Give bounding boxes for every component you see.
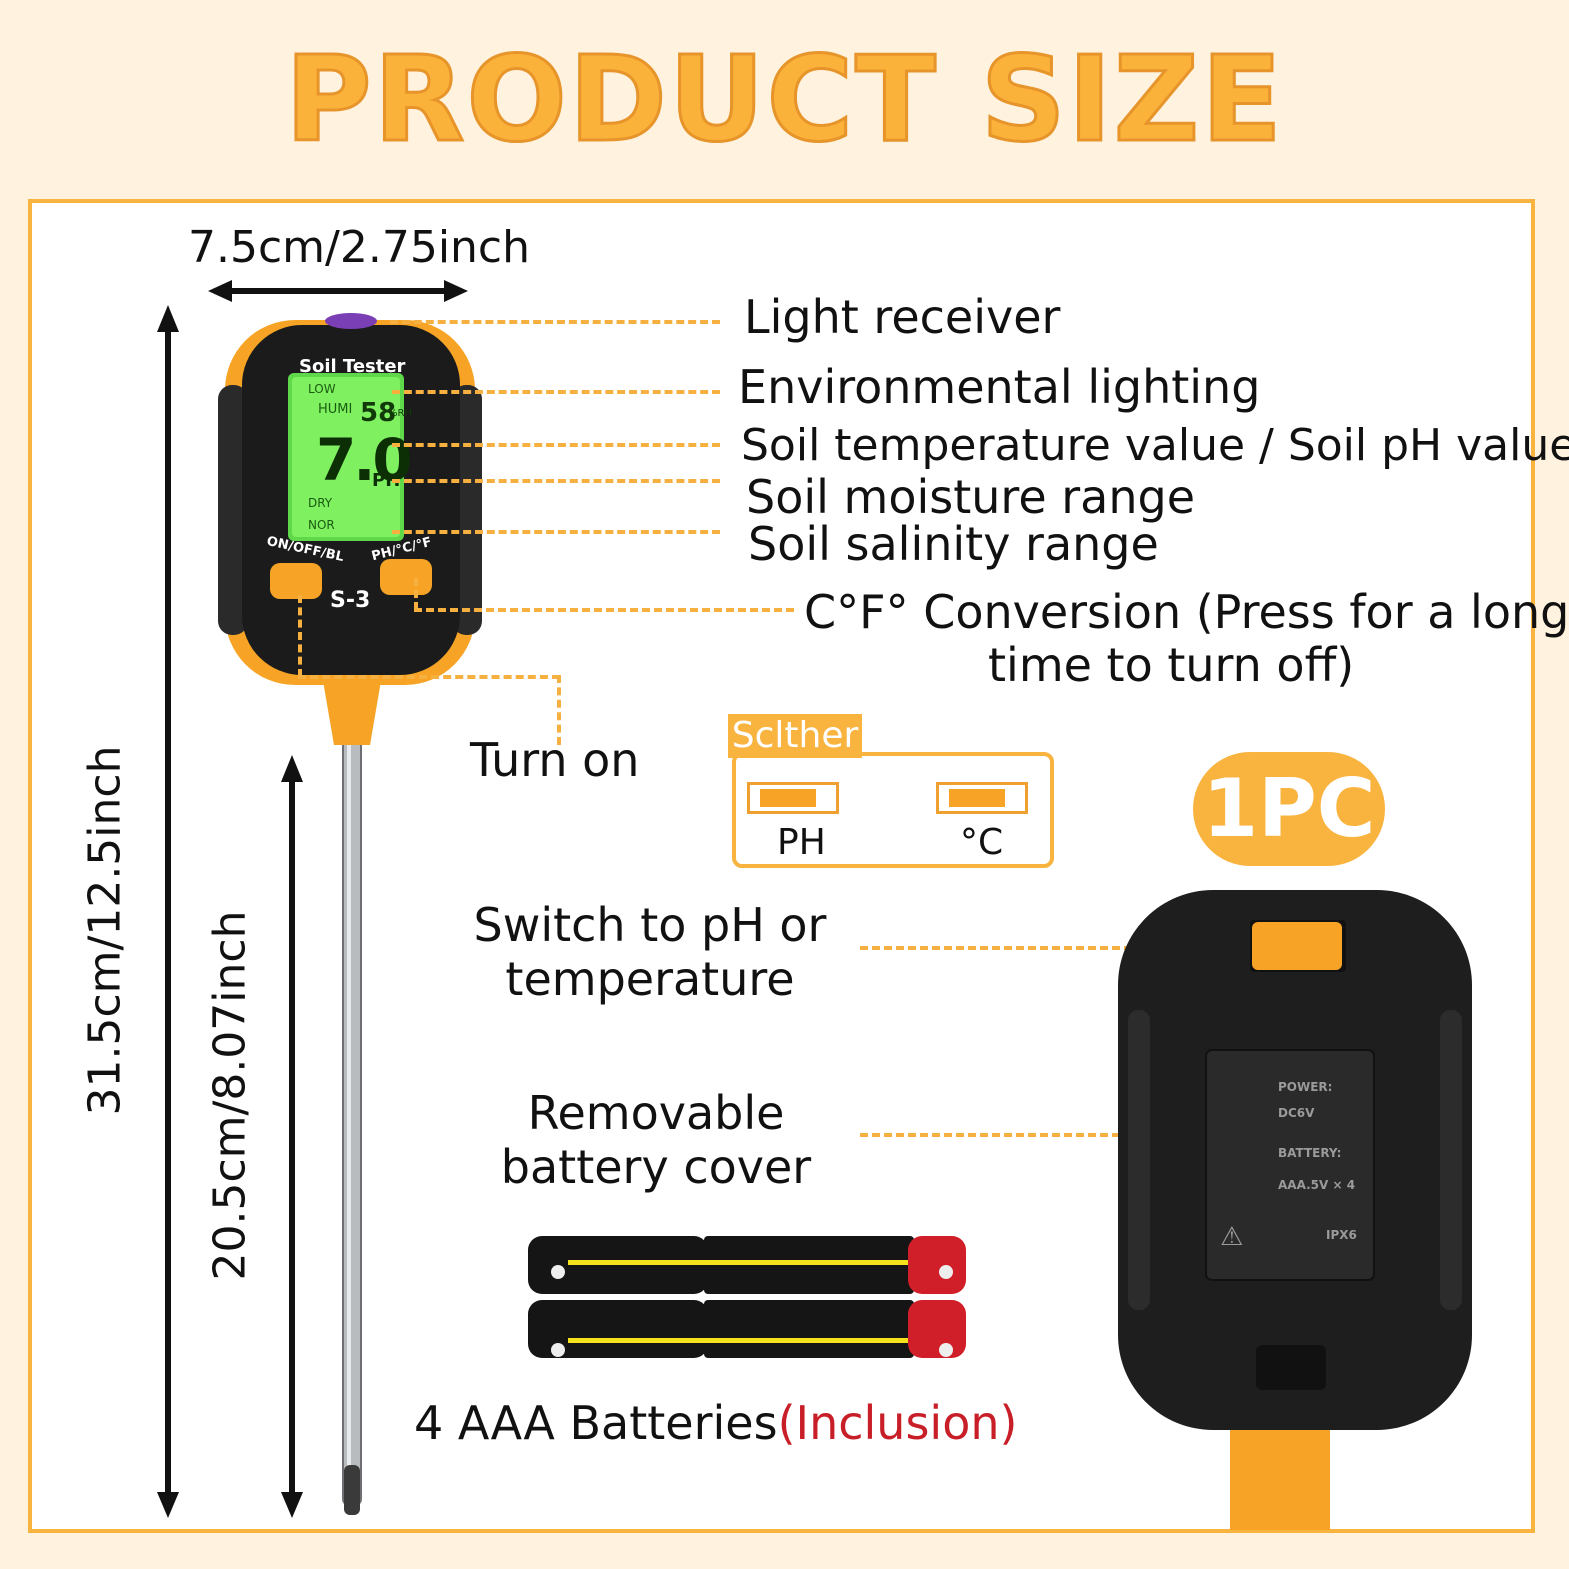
temp-ph-leader bbox=[392, 443, 720, 447]
back-battery-label: BATTERY: bbox=[1278, 1146, 1342, 1160]
turn-on-leader-drop bbox=[557, 675, 561, 745]
back-battery-type: AAA.5V × 4 bbox=[1278, 1178, 1356, 1192]
screen-nor-label: NOR bbox=[308, 518, 335, 532]
screen-low-label: LOW bbox=[308, 382, 336, 396]
conversion-leader-vertical bbox=[414, 578, 418, 610]
aaa-batteries-image bbox=[528, 1236, 966, 1358]
environmental-lighting-leader bbox=[392, 390, 720, 394]
battery-cover-label: Removable battery cover bbox=[466, 1086, 846, 1194]
back-power-label: POWER: bbox=[1278, 1080, 1333, 1094]
screen-ph-unit: PH bbox=[372, 470, 401, 491]
page-title: PRODUCT SIZE bbox=[284, 29, 1284, 170]
temp-ph-label: Soil temperature value / Soil pH value bbox=[741, 420, 1569, 471]
switch-temp-label: °C bbox=[960, 822, 1004, 863]
batteries-label: 4 AAA Batteries(Inclusion) bbox=[414, 1396, 1017, 1450]
warning-icon: ⚠ bbox=[1220, 1222, 1244, 1252]
screen-humi-label: HUMI bbox=[318, 402, 353, 417]
screen-dry-label: DRY bbox=[308, 496, 333, 510]
device-name: Soil Tester bbox=[299, 356, 406, 377]
width-dimension-label: 7.5cm/2.75inch bbox=[188, 222, 531, 273]
moisture-leader bbox=[392, 479, 720, 483]
back-voltage-label: DC6V bbox=[1278, 1106, 1315, 1120]
switch-label-line2: temperature bbox=[505, 952, 795, 1006]
width-arrow bbox=[208, 280, 468, 302]
light-receiver-label: Light receiver bbox=[744, 290, 1061, 344]
switch-label-line1: Switch to pH or bbox=[473, 898, 827, 952]
moisture-label: Soil moisture range bbox=[746, 470, 1195, 524]
light-receiver-leader bbox=[390, 320, 720, 324]
battery-cover-leader bbox=[860, 1133, 1240, 1137]
device-model: S-3 bbox=[330, 588, 371, 613]
turn-on-leader bbox=[298, 675, 560, 679]
screen-humi-value: 58 bbox=[360, 398, 397, 428]
total-length-label: 31.5cm/12.5inch bbox=[79, 745, 131, 1116]
salinity-leader bbox=[392, 530, 720, 534]
quantity-badge: 1PC bbox=[1193, 752, 1385, 866]
conversion-label-line1: C°F° Conversion (Press for a long bbox=[804, 585, 1569, 639]
soil-tester-back-image bbox=[1118, 890, 1472, 1530]
back-rating-label: IPX6 bbox=[1326, 1228, 1357, 1242]
screen-humi-unit: %RH bbox=[388, 408, 412, 419]
battery-cover-label-line1: Removable bbox=[527, 1086, 785, 1140]
switch-leader bbox=[860, 946, 1240, 950]
switch-brand-tag: Sclther bbox=[728, 714, 862, 758]
total-length-arrow bbox=[157, 305, 179, 1518]
conversion-label-line2: time to turn off) bbox=[988, 638, 1355, 692]
switch-temp-indicator bbox=[936, 782, 1028, 814]
turn-on-leader-vertical bbox=[298, 595, 302, 677]
switch-ph-indicator bbox=[747, 782, 839, 814]
batteries-text: 4 AAA Batteries bbox=[414, 1396, 778, 1450]
environmental-lighting-label: Environmental lighting bbox=[738, 360, 1261, 414]
soil-tester-front-image bbox=[218, 313, 482, 1515]
turn-on-label: Turn on bbox=[470, 733, 640, 787]
battery-cover-label-line2: battery cover bbox=[500, 1140, 812, 1194]
switch-label: Switch to pH or temperature bbox=[460, 898, 840, 1006]
conversion-leader bbox=[414, 608, 794, 612]
batteries-note: (Inclusion) bbox=[777, 1396, 1018, 1450]
switch-ph-label: PH bbox=[777, 822, 826, 863]
probe-length-arrow bbox=[281, 755, 303, 1518]
salinity-label: Soil salinity range bbox=[748, 517, 1159, 571]
